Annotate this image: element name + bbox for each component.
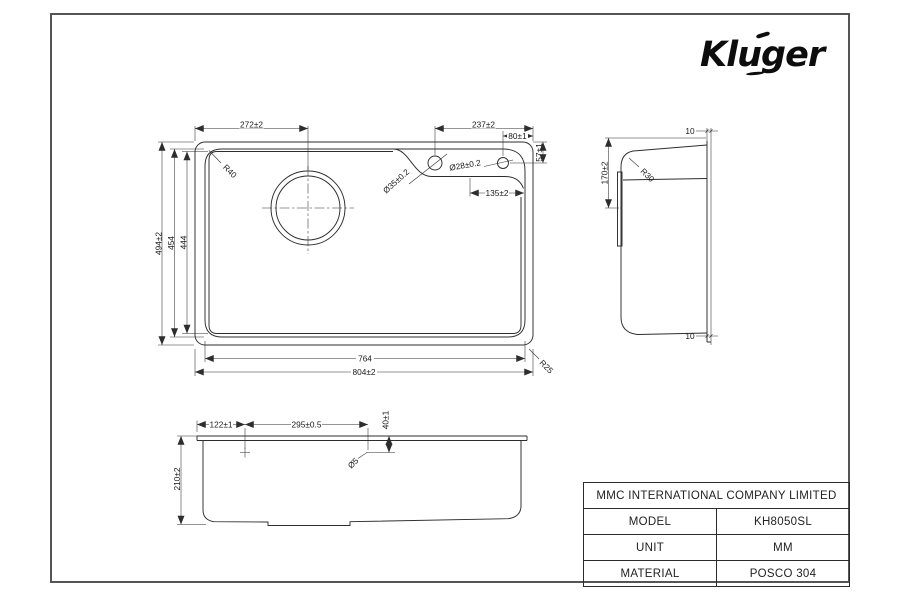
brand-logo: Kluger	[700, 31, 850, 82]
table-row: UNIT MM	[583, 534, 850, 561]
bowl-rim-edge	[204, 148, 526, 338]
dim-135: 135±2	[485, 188, 508, 198]
dim-210: 210±2	[172, 467, 182, 490]
side-inner-ledge	[622, 178, 708, 181]
dim-r30: R30	[639, 166, 657, 184]
dim-d35: Ø35±0.2	[381, 166, 412, 195]
material-value: POSCO 304	[716, 560, 850, 587]
table-row: MODEL KH8050SL	[583, 508, 850, 535]
faucet-hole-28	[497, 157, 509, 169]
sink-outer-edge	[194, 141, 534, 346]
dim-494: 494±2	[154, 232, 164, 255]
title-block: MMC INTERNATIONAL COMPANY LIMITED MODEL …	[583, 482, 850, 587]
dim-804: 804±2	[352, 367, 375, 377]
front-view: 122±1 295±0.5 40±1 Ø5 210±2	[172, 410, 528, 526]
dim-10-top: 10	[685, 126, 695, 136]
dim-10-bottom: 10	[685, 331, 695, 341]
brand-logo-text: Kluger	[700, 35, 825, 75]
company-name: MMC INTERNATIONAL COMPANY LIMITED	[583, 482, 850, 509]
faucet-deck-edge	[392, 148, 524, 189]
dim-122: 122±1	[209, 419, 232, 429]
drain-centerlines	[262, 166, 354, 254]
side-profile	[620, 144, 711, 343]
material-label: MATERIAL	[583, 560, 717, 587]
model-label: MODEL	[583, 508, 717, 535]
leader-d28	[483, 159, 514, 167]
mount-hole-mark	[240, 447, 250, 458]
dim-r40: R40	[221, 162, 239, 180]
dim-272: 272±2	[240, 120, 263, 130]
front-rim	[196, 435, 528, 441]
dim-57: 57±1	[534, 143, 544, 162]
dim-40: 40±1	[381, 410, 391, 429]
dim-454: 454	[166, 236, 176, 250]
dim-295: 295±0.5	[292, 419, 322, 429]
leader-d35	[408, 153, 448, 185]
unit-value: MM	[716, 534, 850, 561]
dim-r25: R25	[538, 358, 556, 376]
dim-80: 80±1	[508, 131, 527, 141]
sheet-border	[50, 13, 850, 583]
table-row: MATERIAL POSCO 304	[583, 560, 850, 587]
dim-237: 237±2	[472, 120, 495, 130]
dim-d28: Ø28±0.2	[448, 157, 481, 172]
top-view: 272±2 237±2 80±1 57±1 135±2 494±2	[154, 120, 556, 377]
side-mount-clip	[617, 171, 623, 247]
dim-170: 170±2	[600, 161, 610, 184]
front-profile	[202, 440, 522, 526]
side-view: 10 10 R30 170±2	[600, 126, 718, 345]
bowl-bottom-edge	[208, 151, 522, 334]
dim-764: 764	[358, 353, 372, 363]
unit-label: UNIT	[583, 534, 717, 561]
dim-d5: Ø5	[346, 455, 361, 470]
faucet-hole-35	[427, 155, 443, 171]
dim-444: 444	[179, 235, 189, 249]
model-value: KH8050SL	[716, 508, 850, 535]
